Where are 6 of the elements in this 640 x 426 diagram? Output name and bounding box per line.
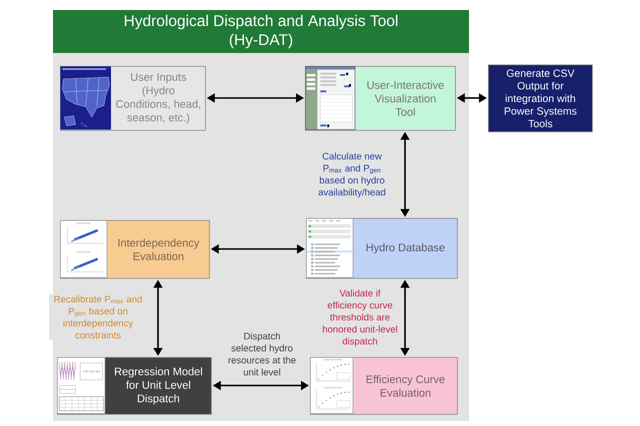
- edge-label: Recalibrate P$_{max}$ and P$_{gen}$ based on interdependency constraints: [49, 294, 147, 340]
- edge-label: Dispatch selected hydro resources at the unit level: [224, 332, 300, 376]
- edge-label: Calculate new P$_{max}$ and P$_{gen}$ based on hydro availability/head: [315, 152, 389, 198]
- output-box: Generate CSV Output for integration with Power Systems Tools: [488, 64, 593, 132]
- edge-label: Validate if efficiency curve thresholds are honored unit-level dispatch: [320, 288, 400, 348]
- title-bar: Hydrological Dispatch and Analysis Tool (Hy-DAT): [53, 10, 469, 53]
